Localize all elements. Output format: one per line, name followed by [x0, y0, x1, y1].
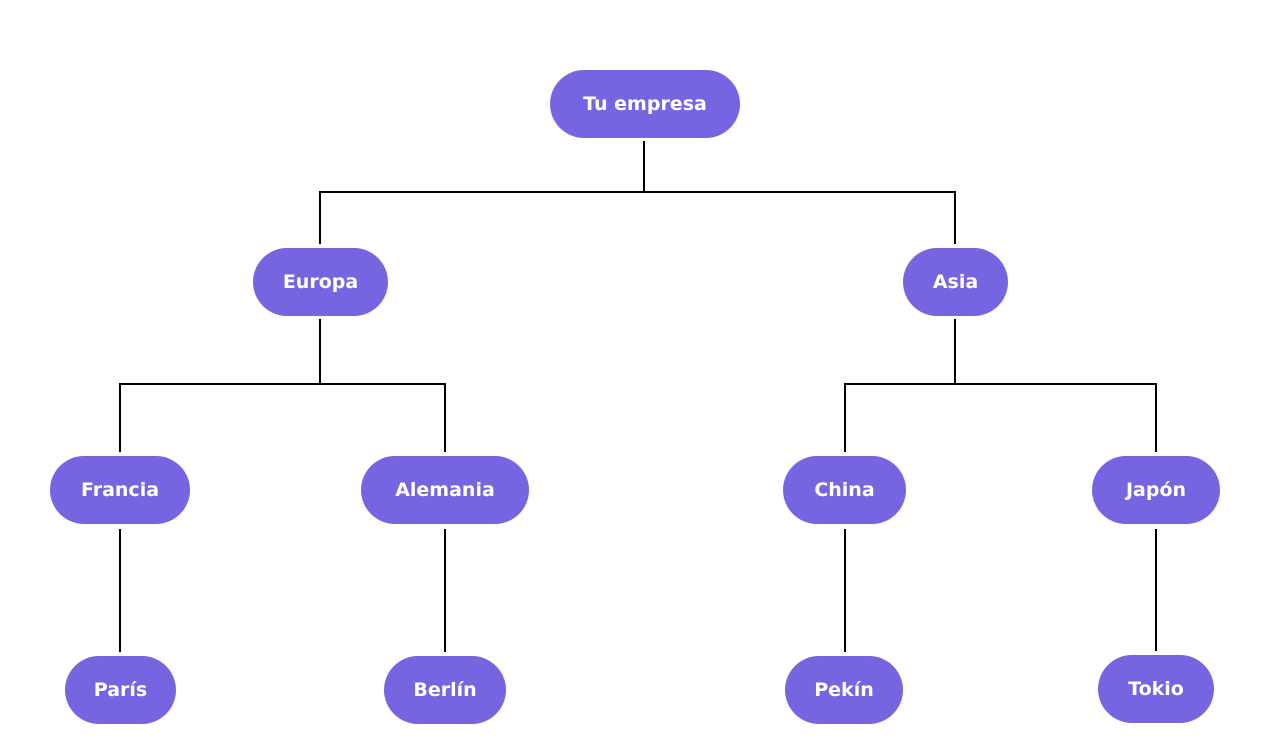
node-pekin: Pekín	[785, 656, 903, 724]
node-alemania: Alemania	[361, 456, 529, 524]
node-paris: París	[65, 656, 176, 724]
node-tu-empresa: Tu empresa	[550, 70, 740, 138]
node-japon: Japón	[1092, 456, 1220, 524]
node-china: China	[783, 456, 906, 524]
node-asia: Asia	[903, 248, 1008, 316]
node-berlin: Berlín	[384, 656, 506, 724]
node-tokio: Tokio	[1098, 655, 1214, 723]
node-francia: Francia	[50, 456, 190, 524]
node-europa: Europa	[253, 248, 388, 316]
